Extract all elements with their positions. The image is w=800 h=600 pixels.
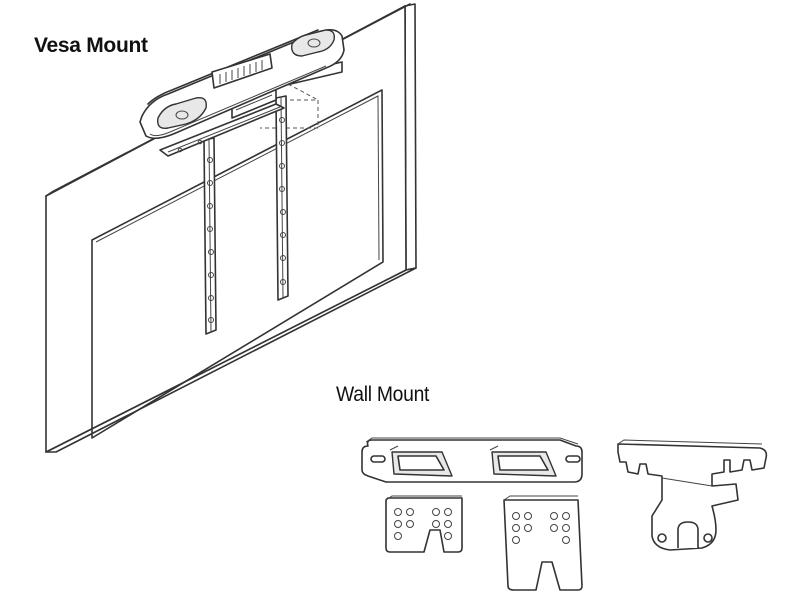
wall-bracket-icon [617,439,768,551]
wall-plate-icon [361,437,583,483]
adapter-plate-center-icon [503,495,583,591]
vesa-bracket-icon [159,61,343,335]
vesa-mount-title: Vesa Mount [34,34,148,57]
wall-mount-title: Wall Mount [336,383,430,406]
video-bar-icon [139,28,345,140]
adapter-plate-left-icon [385,495,463,553]
